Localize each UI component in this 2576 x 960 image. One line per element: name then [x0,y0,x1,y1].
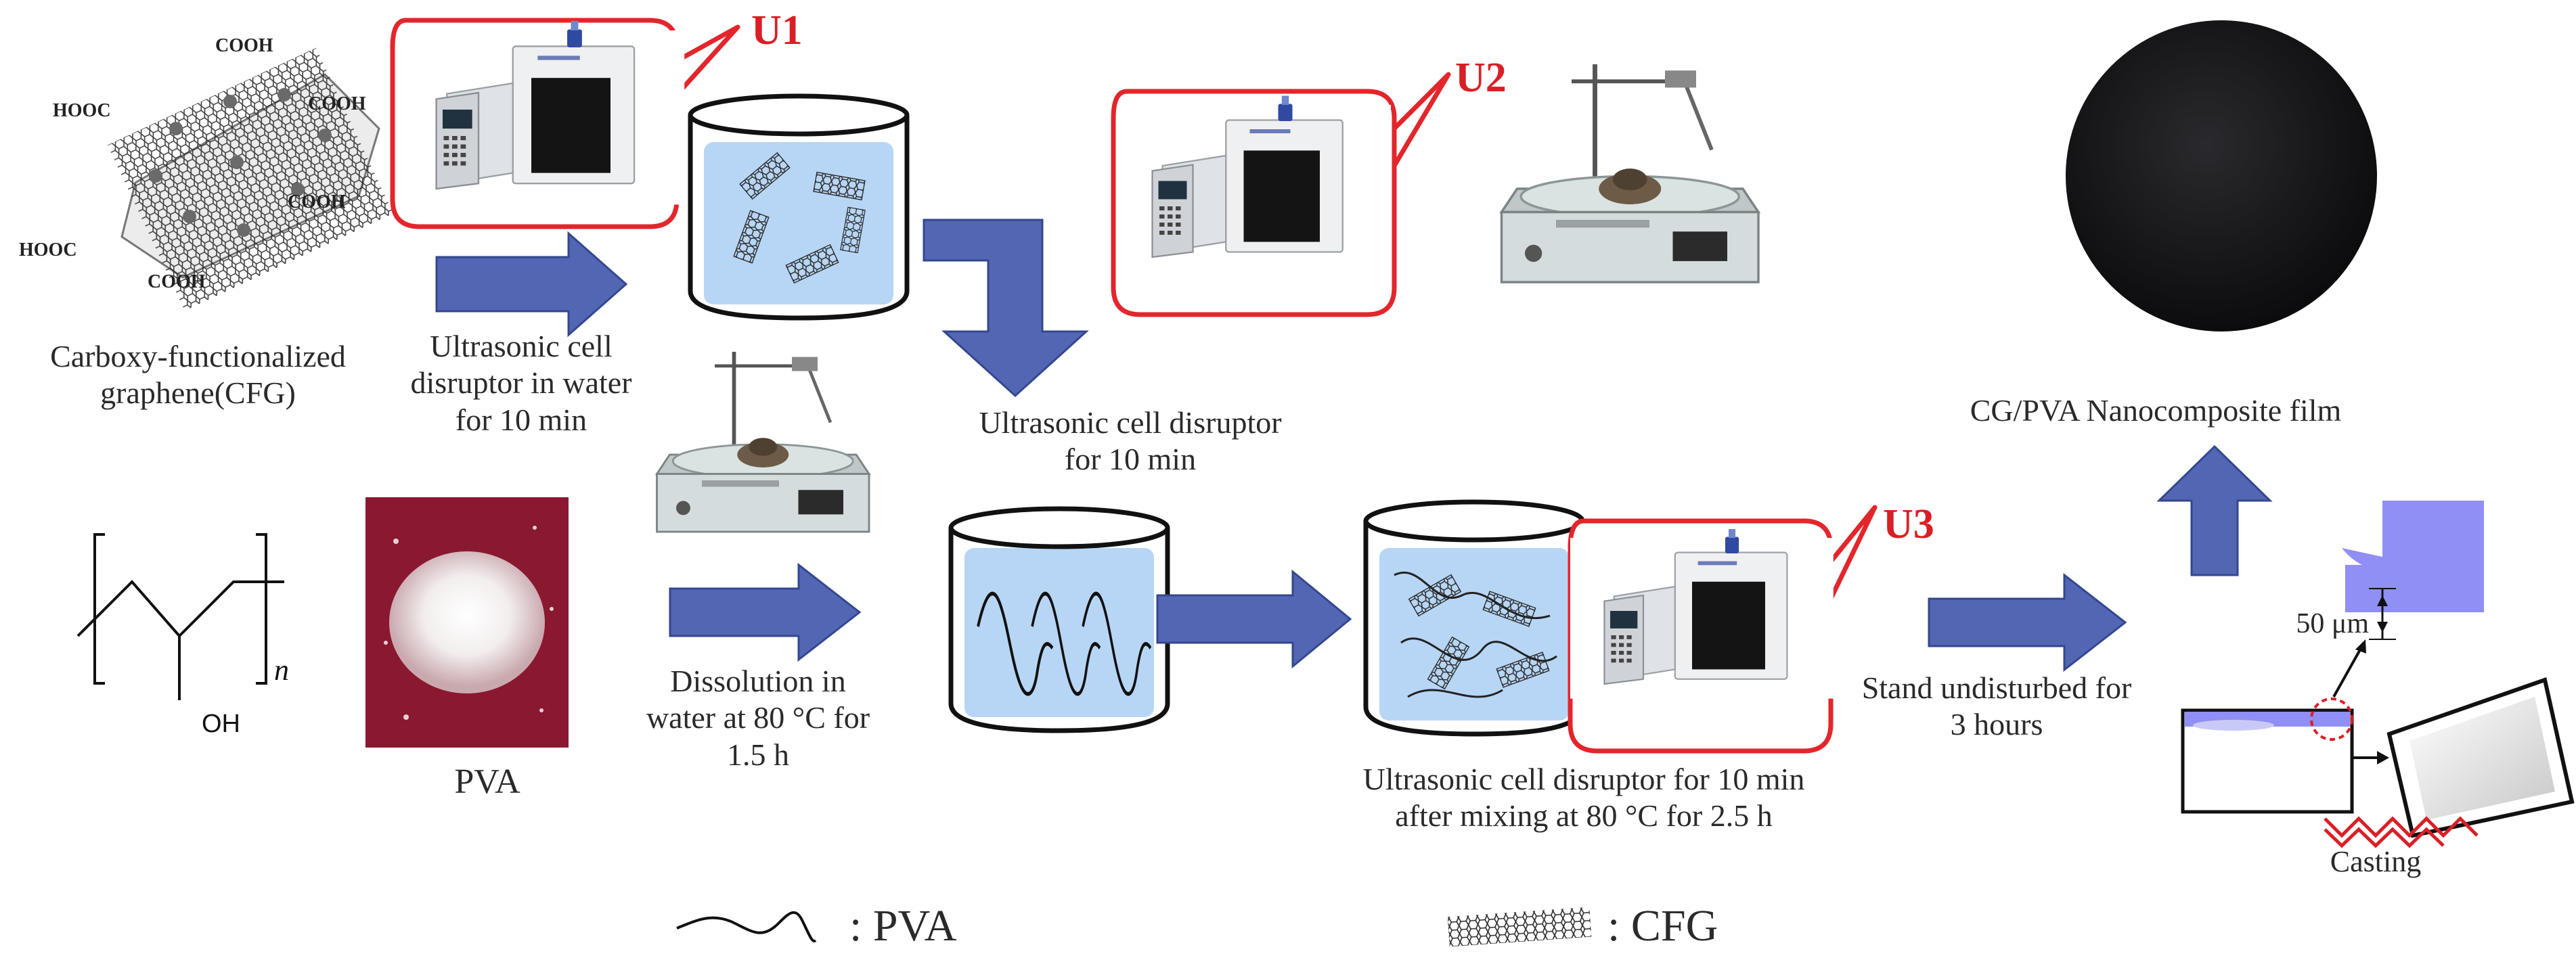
cfg-group-2: HOOC [53,100,111,121]
stand-line-1: Stand undisturbed for [1861,670,2132,705]
casting-sheet [2324,677,2575,848]
u2-step-line-2: for 10 min [1064,442,1197,477]
arrow-up-film [2156,444,2273,576]
u3-step-label: Ultrasonic cell disruptor for 10 min aft… [1279,761,1888,835]
casting-label: Casting [2330,845,2422,878]
u2-step-line-1: Ultrasonic cell disruptor [979,405,1282,440]
stand-line-2: 3 hours [1950,707,2043,742]
beaker-cfg [688,93,910,321]
dissolution-label: Dissolution in water at 80 °C for 1.5 h [609,663,907,773]
arrow-cfg-to-beaker [435,231,628,338]
callout-u3 [1568,505,1878,754]
u3-step-line-1: Ultrasonic cell disruptor for 10 min [1362,762,1805,796]
u1-step-line-3: for 10 min [455,402,587,437]
cfg-group-4: COOH [288,191,346,212]
arrow-to-mixed [1156,569,1352,669]
dissolution-line-1: Dissolution in [670,664,846,698]
cfg-group-5: HOOC [19,239,77,260]
u2-step-label: Ultrasonic cell disruptor for 10 min [941,405,1320,478]
legend-pva-label: : PVA [849,901,957,951]
mold-detail [2342,501,2484,640]
cfg-name-label: Carboxy-functionalized graphene(CFG) [0,338,396,412]
casting-tray [2181,639,2389,814]
cfg-name-line-1: Carboxy-functionalized [50,339,346,373]
thickness-label: 50 μm [2296,608,2369,639]
callout-u2 [1111,72,1451,317]
cfg-group-3: COOH [308,93,366,114]
legend-pva-icon [676,911,817,942]
stirrer-bottom [657,352,870,532]
cfg-group-6: COOH [148,271,206,292]
callout-u1-label: U1 [751,7,803,53]
callout-u3-label: U3 [1883,501,1934,547]
dissolution-line-2: water at 80 °C for [646,700,870,735]
u3-step-line-2: after mixing at 80 °C for 2.5 h [1395,798,1773,833]
u1-step-label: Ultrasonic cell disruptor in water for 1… [379,328,663,438]
pva-structure [76,533,284,700]
stirrer-top [1502,64,1759,282]
pva-powder-photo [365,497,569,748]
pva-oh: OH [202,710,240,738]
pva-label: PVA [454,762,520,801]
arrow-bent-down [923,219,1089,398]
beaker-pva-solution [948,506,1170,733]
nanocomposite-film [2066,20,2377,332]
pva-n: n [274,654,289,687]
stand-label: Stand undisturbed for 3 hours [1827,670,2166,744]
beaker-mixed [1363,499,1585,737]
callout-u1 [390,18,740,229]
legend-cfg-icon [1447,907,1592,947]
cfg-molecule [107,47,394,311]
dissolution-line-3: 1.5 h [727,737,789,772]
callout-u2-label: U2 [1455,55,1507,101]
u1-step-line-2: disruptor in water [410,365,632,401]
cfg-name-line-2: graphene(CFG) [100,375,296,411]
arrow-dissolution [669,562,862,662]
film-label: CG/PVA Nanocomposite film [1970,393,2342,428]
cfg-group-1: COOH [215,35,273,56]
u1-step-line-1: Ultrasonic cell [430,329,613,363]
legend-cfg-label: : CFG [1607,901,1718,951]
arrow-to-casting [1928,572,2127,672]
